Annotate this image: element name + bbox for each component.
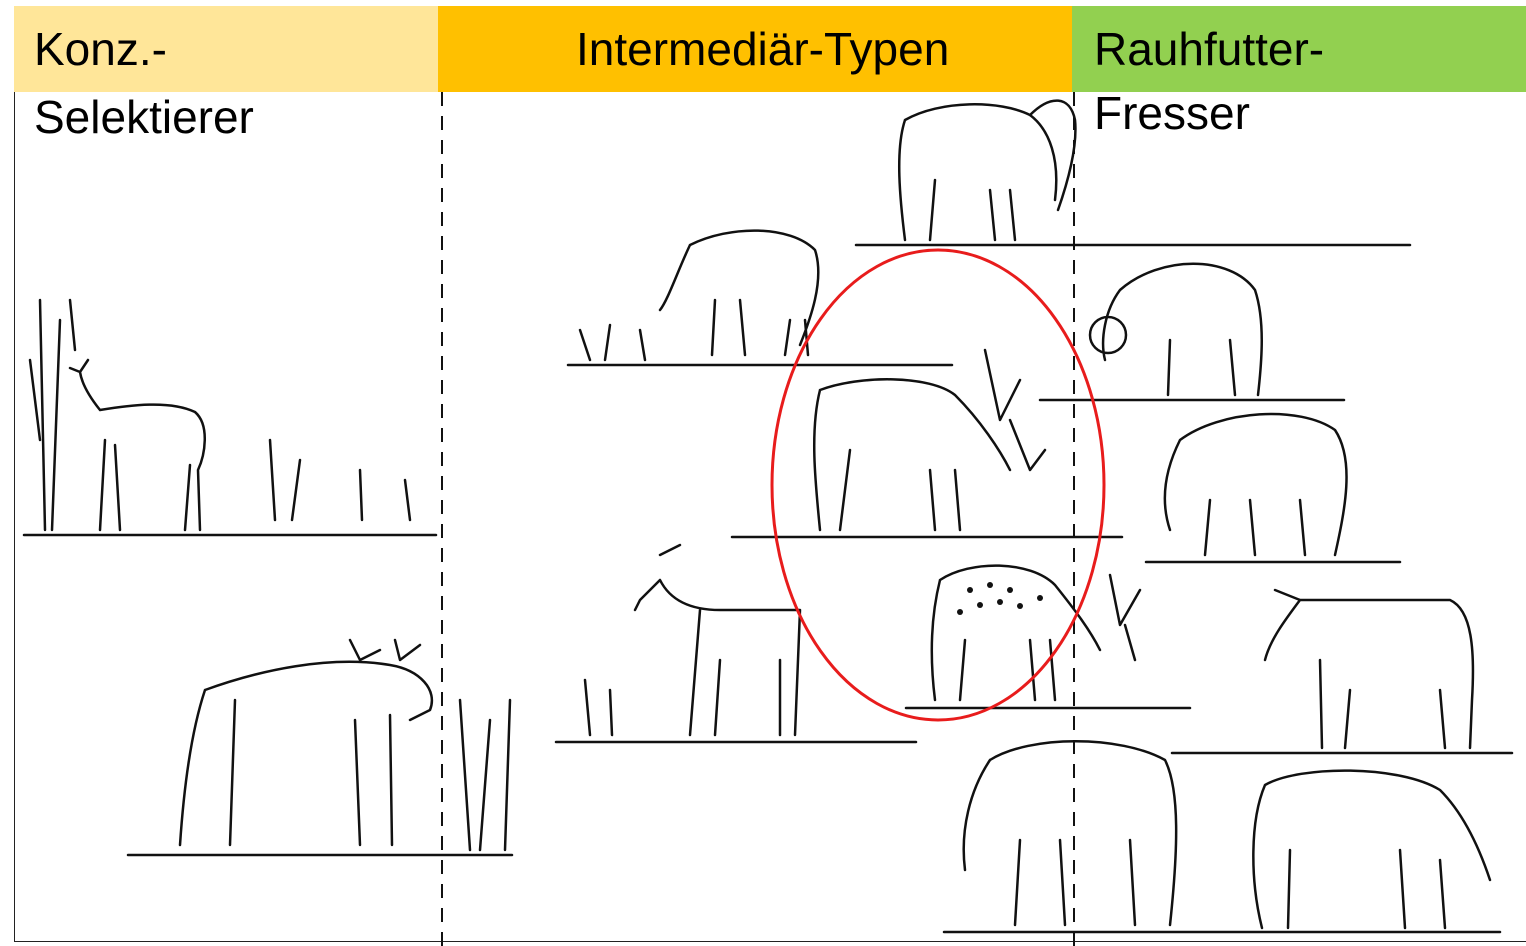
cow-icon bbox=[1252, 769, 1492, 930]
bison-icon bbox=[962, 740, 1178, 927]
label-right-line1: Rauhfutter- bbox=[1094, 23, 1325, 75]
header-intermediate-types bbox=[438, 6, 1072, 92]
moose-icon bbox=[178, 638, 512, 852]
red-deer-stag-icon bbox=[812, 348, 1047, 532]
mouflon-icon bbox=[1088, 262, 1263, 397]
label-middle: Intermediär-Typen bbox=[576, 23, 950, 75]
cattle-icon bbox=[1263, 588, 1475, 750]
ground-lines bbox=[22, 243, 1514, 934]
highlight-ellipse bbox=[770, 248, 1106, 722]
fallow-deer-spots bbox=[957, 582, 1043, 615]
header-roughage-eaters bbox=[1072, 6, 1526, 92]
fallow-deer-icon bbox=[930, 564, 1142, 702]
ibex-icon bbox=[897, 99, 1077, 242]
label-left-line1: Konz.- bbox=[34, 23, 167, 75]
header-concentrate-selectors bbox=[14, 6, 438, 92]
goat-icon bbox=[583, 543, 802, 737]
roe-deer-icon bbox=[28, 298, 412, 532]
red-deer-hind-icon bbox=[578, 229, 820, 362]
label-right-line2: Fresser bbox=[1094, 87, 1250, 139]
label-left-line2: Selektierer bbox=[34, 91, 254, 143]
sheep-icon bbox=[1163, 412, 1348, 557]
